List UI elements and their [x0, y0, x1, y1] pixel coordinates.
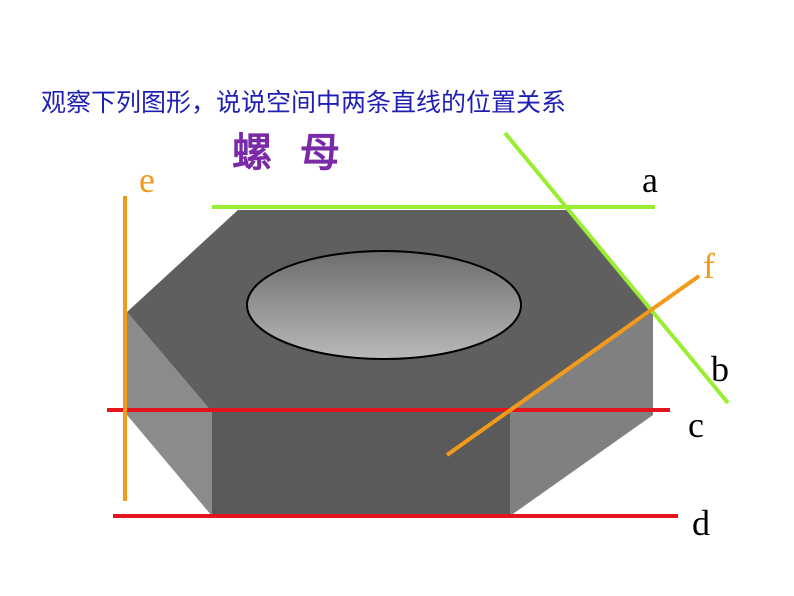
nut-right-side-face	[510, 312, 653, 516]
nut-hole	[246, 250, 522, 360]
heading-nut: 螺 母	[232, 130, 340, 176]
label-d: d	[692, 503, 710, 543]
label-b: b	[711, 349, 729, 389]
label-c: c	[688, 405, 704, 445]
line-f	[445, 274, 701, 457]
nut-left-side-face	[127, 312, 212, 516]
label-e: e	[139, 160, 155, 200]
nut-front-face	[212, 412, 510, 516]
line-b	[503, 131, 730, 405]
hex-nut	[127, 210, 653, 516]
instruction-text: 观察下列图形，说说空间中两条直线的位置关系	[41, 88, 566, 117]
label-f: f	[703, 246, 715, 286]
label-a: a	[642, 160, 658, 200]
